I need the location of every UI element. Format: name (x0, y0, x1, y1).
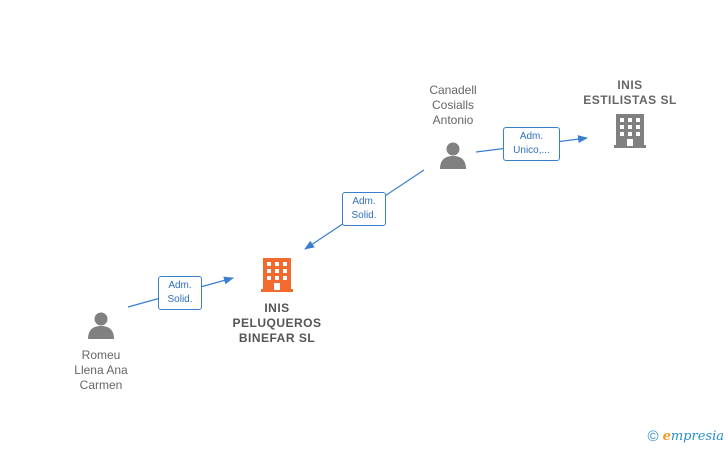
copyright-symbol: © (647, 428, 659, 445)
building-icon (614, 114, 646, 148)
person-node-romeu[interactable]: Romeu Llena Ana Carmen (56, 310, 146, 393)
edge-label-adm-unico: Adm. Unico,... (503, 127, 560, 161)
person-name-label: Canadell Cosialls Antonio (429, 83, 477, 127)
person-node-canadell[interactable]: Canadell Cosialls Antonio (410, 83, 496, 175)
company-name-label: INIS ESTILISTAS SL (583, 78, 677, 107)
edge-label-adm-solid-romeu: Adm. Solid. (158, 276, 202, 310)
company-name-label: INIS PELUQUEROS BINEFAR SL (232, 301, 322, 345)
building-icon (261, 258, 293, 292)
edge-label-adm-solid-canadell: Adm. Solid. (342, 192, 386, 226)
person-icon (440, 142, 466, 169)
company-node-inis-estilistas[interactable]: INIS ESTILISTAS SL (578, 78, 682, 153)
person-name-label: Romeu Llena Ana Carmen (74, 348, 128, 392)
empresia-watermark: © empresia (648, 428, 724, 445)
person-icon (88, 312, 114, 339)
company-node-inis-peluqueros[interactable]: INIS PELUQUEROS BINEFAR SL (222, 256, 332, 346)
brand-logo: empresia (662, 429, 724, 444)
